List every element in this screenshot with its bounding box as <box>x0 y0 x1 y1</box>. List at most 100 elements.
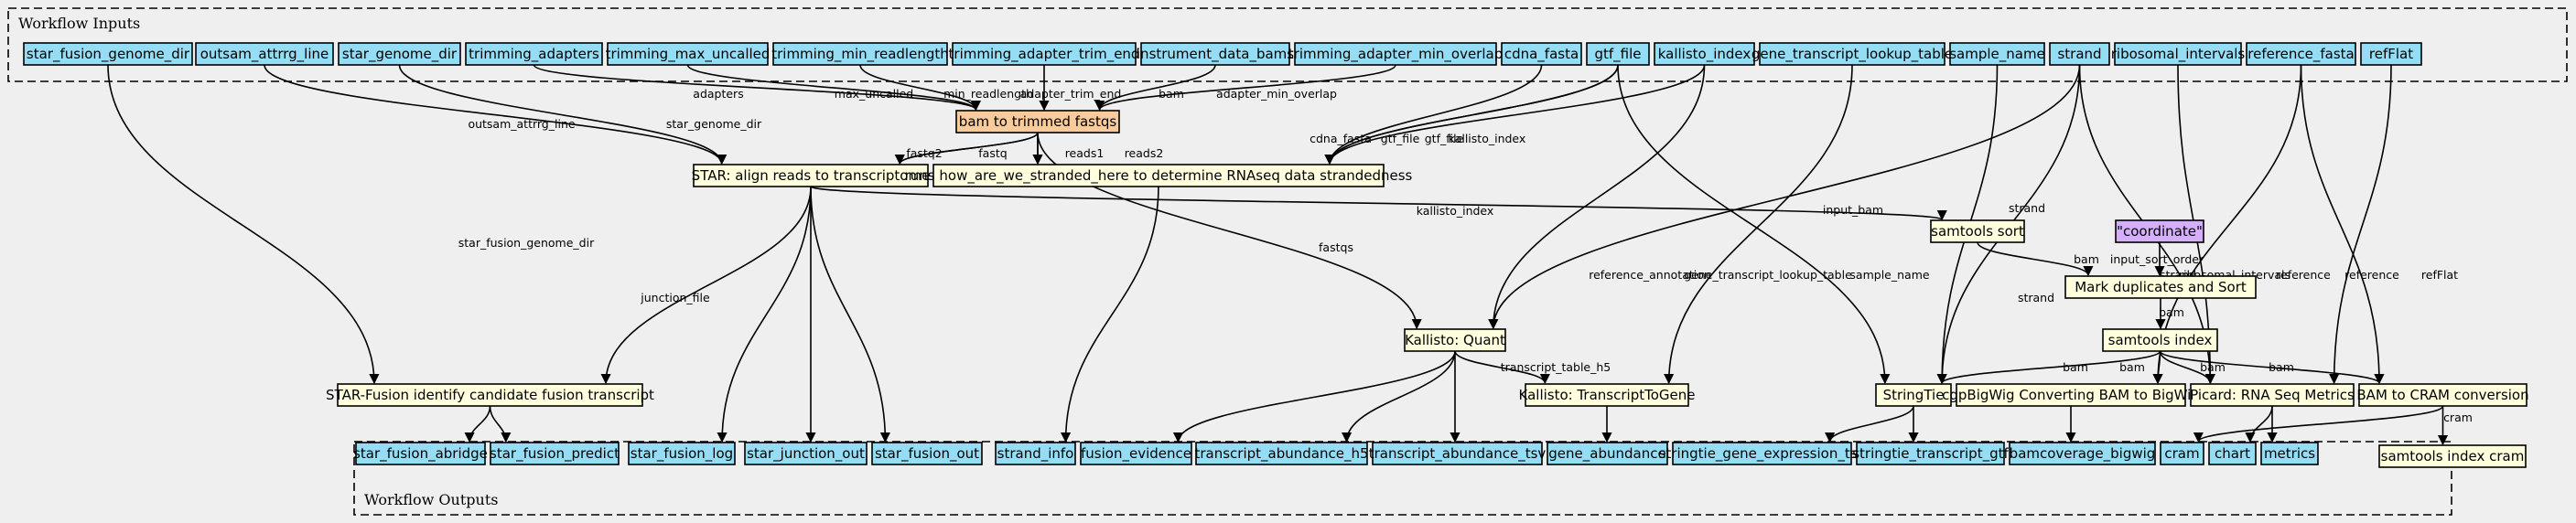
step-node-bam-to-trimmed-fastqs[interactable]: bam to trimmed fastqs <box>955 110 1120 133</box>
literal-node-coordinate[interactable]: "coordinate" <box>2115 219 2204 243</box>
edge-label-kallisto-index-2: kallisto_index <box>1417 204 1494 218</box>
output-node-star-fusion-predict[interactable]: star_fusion_predict <box>490 442 620 465</box>
input-node-refflat[interactable]: refFlat <box>2360 42 2422 66</box>
output-node-transcript-abundance-tsv[interactable]: transcript_abundance_tsv <box>1369 442 1547 465</box>
node-label: star_junction_out <box>747 445 865 463</box>
input-node-gene-transcript-lookup-table[interactable]: gene_transcript_lookup_table <box>1751 42 1953 66</box>
step-node-picard[interactable]: Picard: RNA Seq Metrics <box>2190 383 2355 407</box>
input-node-reference-fasta[interactable]: reference_fasta <box>2246 42 2356 66</box>
node-box <box>337 383 643 407</box>
outputs-cluster: Workflow Outputs <box>353 441 2452 516</box>
node-label: STAR-Fusion identify candidate fusion tr… <box>326 387 654 403</box>
output-node-cram[interactable]: cram <box>2160 442 2204 465</box>
edge-step-bam-to-trimmed-fastqs-to-step-kallisto-quant <box>1037 132 1422 330</box>
edge-step-samtools-index-to-step-picard <box>2159 350 2215 385</box>
output-node-chart[interactable]: chart <box>2208 442 2257 465</box>
input-node-outsam-attrrg-line[interactable]: outsam_attrrg_line <box>195 42 334 66</box>
input-node-gtf-file[interactable]: gtf_file <box>1586 42 1650 66</box>
node-box <box>1525 383 1689 407</box>
input-node-trimming-adapters[interactable]: trimming_adapters <box>465 42 603 66</box>
step-node-bam-to-cram[interactable]: BAM to CRAM conversion <box>2356 383 2529 407</box>
edge-label-strand: strand <box>2018 291 2054 304</box>
step-node-kallisto-t2g[interactable]: Kallisto: TranscriptToGene <box>1519 383 1696 407</box>
node-box <box>1195 442 1368 465</box>
output-node-stringtie-transcript-gtf[interactable]: stringtie_transcript_gtf <box>1852 442 2009 465</box>
edge-in-strand-to-step-kallisto-quant <box>1488 64 2081 330</box>
node-box <box>1140 42 1290 66</box>
node-label: trimming_max_uncalled <box>606 46 771 63</box>
edge-step-picard-to-out-chart <box>2245 405 2273 443</box>
step-node-star-fusion[interactable]: STAR-Fusion identify candidate fusion tr… <box>326 383 654 407</box>
input-node-kallisto-index[interactable]: kallisto_index <box>1654 42 1755 66</box>
step-node-star-align[interactable]: STAR: align reads to transcriptome <box>692 164 931 187</box>
node-box <box>1547 442 1668 465</box>
edge-label-bam-sort: bam <box>2074 252 2099 266</box>
input-node-trimming-adapter-trim-end[interactable]: trimming_adapter_trim_end <box>949 42 1140 66</box>
edge-label-gtf-file-2: gtf_file <box>1425 132 1464 145</box>
input-node-trimming-max-uncalled[interactable]: trimming_max_uncalled <box>606 42 771 66</box>
node-label: transcript_abundance_tsv <box>1369 445 1547 463</box>
step-node-stringtie[interactable]: StringTie <box>1875 383 1952 407</box>
input-node-trimming-adapter-min-overlap[interactable]: trimming_adapter_min_overlap <box>1288 42 1503 66</box>
node-box <box>1372 442 1543 465</box>
input-node-instrument-data-bams[interactable]: instrument_data_bams <box>1137 42 1294 66</box>
input-node-star-fusion-genome-dir[interactable]: star_fusion_genome_dir <box>23 42 193 66</box>
edge-in-star-genome-dir-to-step-star-align <box>398 64 728 165</box>
edge-in-refflat-to-step-picard <box>2329 64 2392 385</box>
output-node-bamcoverage-bigwig[interactable]: bamcoverage_bigwig <box>2009 442 2156 465</box>
node-label: stringtie_transcript_gtf <box>1852 445 2009 463</box>
output-node-stringtie-gene-expression-tsv[interactable]: stringtie_gene_expression_tsv <box>1659 442 1866 465</box>
node-label: Picard: RNA Seq Metrics <box>2190 387 2355 403</box>
step-node-samtools-index[interactable]: samtools index <box>2102 328 2218 352</box>
input-node-ribosomal-intervals[interactable]: ribosomal_intervals <box>2111 42 2246 66</box>
edge-step-bam-to-cram-to-out-cram <box>2193 405 2444 443</box>
input-node-sample-name[interactable]: sample_name <box>1949 42 2045 66</box>
input-node-strand[interactable]: strand <box>2049 42 2110 66</box>
output-node-transcript-abundance-h5[interactable]: transcript_abundance_h5 <box>1194 442 1369 465</box>
node-box <box>2360 42 2422 66</box>
node-label: bam to trimmed fastqs <box>959 113 1117 130</box>
step-node-kallisto-quant[interactable]: Kallisto: Quant <box>1404 328 1506 352</box>
node-box <box>2246 42 2356 66</box>
input-node-star-genome-dir[interactable]: star_genome_dir <box>338 42 461 66</box>
step-node-cgpbigwig[interactable]: cgpBigWig Converting BAM to BigWig <box>1942 383 2200 407</box>
edge-label-max-uncalled: max_uncalled <box>835 87 913 101</box>
edge-label-star-genome-dir: star_genome_dir <box>666 117 762 131</box>
edge-label-junction-file: junction_file <box>640 291 710 304</box>
edge-label-reference-2: reference <box>2344 268 2399 282</box>
edge-label-cdna-fasta: cdna_fasta <box>1310 132 1372 145</box>
node-label: cdna_fasta <box>1504 46 1579 63</box>
step-node-samtools-index-cram[interactable]: samtools index cram <box>2378 444 2527 468</box>
input-node-cdna-fasta[interactable]: cdna_fasta <box>1501 42 1582 66</box>
edge-label-transcript-table-h5: transcript_table_h5 <box>1501 360 1611 374</box>
output-node-star-junction-out[interactable]: star_junction_out <box>744 442 868 465</box>
output-node-star-fusion-abridge[interactable]: star_fusion_abridge <box>353 442 488 465</box>
output-node-star-fusion-out[interactable]: star_fusion_out <box>871 442 983 465</box>
node-box <box>1875 383 1952 407</box>
edge-in-star-fusion-genome-dir-to-step-star-fusion <box>107 64 380 385</box>
output-node-fusion-evidence[interactable]: fusion_evidence <box>1080 442 1192 465</box>
node-label: samtools sort <box>1931 223 2024 240</box>
edge-label-adapter-min-overlap: adapter_min_overlap <box>1216 87 1337 101</box>
step-node-mark-duplicates[interactable]: Mark duplicates and Sort <box>2064 275 2257 299</box>
node-box <box>1759 42 1945 66</box>
step-node-samtools-sort[interactable]: samtools sort <box>1930 219 2025 243</box>
output-node-star-fusion-log[interactable]: star_fusion_log <box>628 442 736 465</box>
node-label: cgpBigWig Converting BAM to BigWig <box>1942 387 2200 403</box>
node-box <box>628 442 736 465</box>
output-node-gene-abundance[interactable]: gene_abundance <box>1547 442 1668 465</box>
input-node-trimming-min-readlength[interactable]: trimming_min_readlength <box>771 42 949 66</box>
output-node-strand-info[interactable]: strand_info <box>995 442 1076 465</box>
node-box <box>490 442 620 465</box>
node-box <box>995 442 1076 465</box>
node-label: star_genome_dir <box>342 46 458 63</box>
node-box <box>1586 42 1650 66</box>
step-node-stranded[interactable]: runs how_are_we_stranded_here to determi… <box>905 164 1413 187</box>
node-label: trimming_adapter_trim_end <box>949 46 1140 63</box>
edge-in-cdna-fasta-to-step-stranded <box>1324 64 1543 165</box>
edge-step-samtools-index-to-step-stringtie <box>1936 350 2161 385</box>
node-label: gene_transcript_lookup_table <box>1751 46 1953 63</box>
node-box <box>952 42 1137 66</box>
output-node-metrics[interactable]: metrics <box>2260 442 2319 465</box>
